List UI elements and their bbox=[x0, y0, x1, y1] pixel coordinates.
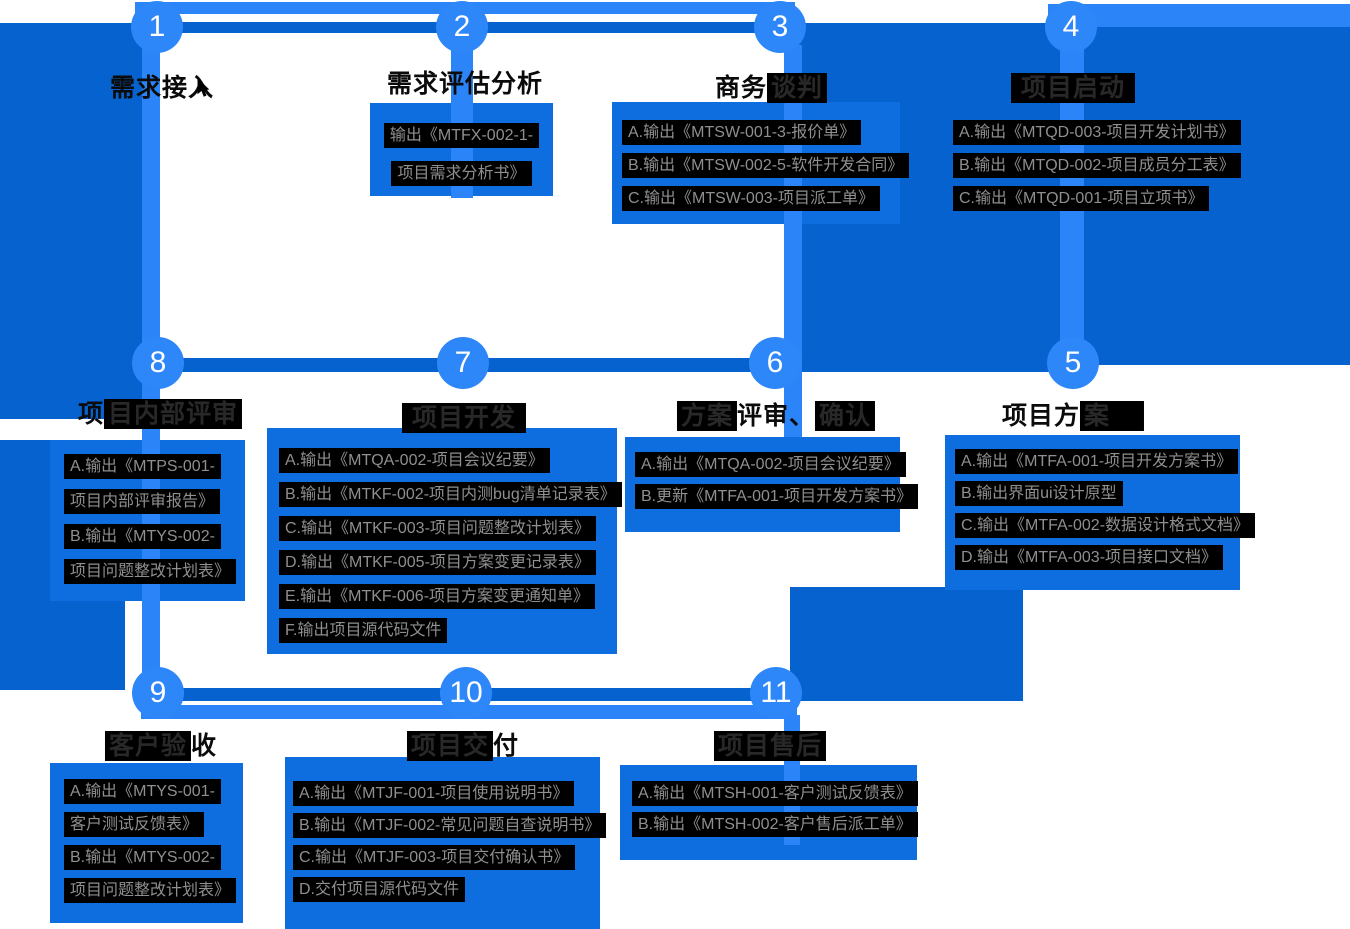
step-title-6: 方案评审、确认 bbox=[676, 396, 876, 432]
output-line: 项目内部评审报告》 bbox=[64, 489, 221, 514]
output-line: C.输出《MTQD-001-项目立项书》 bbox=[953, 186, 1210, 211]
step-outputs-9: A.输出《MTYS-001- 客户测试反馈表》 B.输出《MTYS-002- 项… bbox=[50, 763, 243, 923]
connector-middle-dark bbox=[150, 358, 1075, 372]
step-title-11: 项目售后 bbox=[713, 726, 827, 762]
output-line: D.交付项目源代码文件 bbox=[293, 877, 466, 902]
step-outputs-3: A.输出《MTSW-001-3-报价单》 B.输出《MTSW-002-5-软件开… bbox=[612, 102, 910, 224]
step-number: 5 bbox=[1064, 346, 1082, 379]
step-circle-5: 5 bbox=[1047, 337, 1099, 389]
step-outputs-11: A.输出《MTSH-001-客户测试反馈表》 B.输出《MTSH-002-客户售… bbox=[620, 765, 918, 860]
connector-vertical-step2 bbox=[451, 45, 473, 198]
step-circle-1: 1 bbox=[131, 1, 183, 53]
output-line: C.输出《MTFA-002-数据设计格式文档》 bbox=[955, 513, 1256, 538]
step-number: 10 bbox=[449, 676, 483, 709]
step-number: 11 bbox=[760, 676, 792, 709]
output-line: 项目问题整改计划表》 bbox=[64, 559, 237, 584]
step-title-3: 商务谈判 bbox=[715, 68, 828, 104]
step-outputs-2: 输出《MTFX-002-1- 项目需求分析书》 bbox=[370, 103, 553, 196]
output-line: B.更新《MTFA-001-项目开发方案书》 bbox=[635, 484, 919, 509]
output-line: A.输出《MTFA-001-项目开发方案书》 bbox=[955, 449, 1239, 474]
step-circle-7: 7 bbox=[437, 337, 489, 389]
step-outputs-4: A.输出《MTQD-003-项目开发计划书》 B.输出《MTQD-002-项目成… bbox=[943, 102, 1241, 224]
step-outputs-5: A.输出《MTFA-001-项目开发方案书》 B.输出界面ui设计原型 C.输出… bbox=[945, 435, 1256, 590]
output-line: A.输出《MTYS-001- bbox=[64, 779, 221, 804]
panel-middle-bottom bbox=[790, 587, 1023, 701]
step-outputs-10: A.输出《MTJF-001-项目使用说明书》 B.输出《MTJF-002-常见问… bbox=[285, 757, 607, 929]
output-line: B.输出《MTQD-002-项目成员分工表》 bbox=[953, 153, 1241, 178]
step-title-8: 项目内部评审 bbox=[78, 394, 243, 430]
step-title-2: 需求评估分析 bbox=[386, 70, 544, 98]
step-title-1: 需求接入 bbox=[109, 74, 215, 102]
output-line: A.输出《MTSW-001-3-报价单》 bbox=[622, 120, 862, 145]
step-outputs-6: A.输出《MTQA-002-项目会议纪要》 B.更新《MTFA-001-项目开发… bbox=[625, 437, 919, 532]
mouse-cursor-icon bbox=[197, 78, 210, 97]
step-circle-8: 8 bbox=[132, 337, 184, 389]
step-circle-10: 10 bbox=[440, 667, 492, 719]
output-line: C.输出《MTJF-003-项目交付确认书》 bbox=[293, 845, 576, 870]
step-circle-2: 2 bbox=[436, 1, 488, 53]
output-line: 项目需求分析书》 bbox=[391, 161, 532, 186]
step-number: 8 bbox=[149, 346, 167, 379]
output-line: B.输出《MTYS-002- bbox=[64, 524, 221, 549]
output-line: A.输出《MTJF-001-项目使用说明书》 bbox=[293, 781, 575, 806]
output-line: A.输出《MTQA-002-项目会议纪要》 bbox=[635, 452, 906, 477]
step-title-4: 项目启动 bbox=[1010, 68, 1136, 104]
output-line: 客户测试反馈表》 bbox=[64, 812, 205, 837]
step-outputs-8: A.输出《MTPS-001- 项目内部评审报告》 B.输出《MTYS-002- … bbox=[50, 440, 245, 601]
step-title-7: 项目开发 bbox=[401, 398, 527, 434]
step-number: 7 bbox=[454, 346, 472, 379]
step-title-9: 客户验收 bbox=[104, 726, 217, 762]
step-circle-6: 6 bbox=[749, 337, 801, 389]
step-number: 4 bbox=[1062, 10, 1080, 43]
step-circle-4: 4 bbox=[1045, 1, 1097, 53]
output-line: A.输出《MTQA-002-项目会议纪要》 bbox=[279, 448, 550, 473]
step-title-10: 项目交付 bbox=[406, 726, 519, 762]
step-number: 1 bbox=[148, 10, 166, 43]
output-line: F.输出项目源代码文件 bbox=[279, 618, 448, 643]
step-circle-9: 9 bbox=[132, 667, 184, 719]
output-line: 项目问题整改计划表》 bbox=[64, 878, 237, 903]
step-outputs-7: A.输出《MTQA-002-项目会议纪要》 B.输出《MTKF-002-项目内测… bbox=[267, 428, 622, 654]
output-line: B.输出《MTSH-002-客户售后派工单》 bbox=[632, 812, 918, 837]
output-line: D.输出《MTKF-005-项目方案变更记录表》 bbox=[279, 550, 596, 575]
step-circle-3: 3 bbox=[754, 1, 806, 53]
output-line: E.输出《MTKF-006-项目方案变更通知单》 bbox=[279, 584, 596, 609]
output-line: B.输出《MTSW-002-5-软件开发合同》 bbox=[622, 153, 910, 178]
step-circle-11: 11 bbox=[750, 667, 802, 719]
panel-left-top bbox=[0, 23, 143, 419]
output-line: 输出《MTFX-002-1- bbox=[383, 123, 540, 148]
output-line: D.输出《MTFA-003-项目接口文档》 bbox=[955, 545, 1224, 570]
step-number: 2 bbox=[453, 10, 471, 43]
output-line: B.输出界面ui设计原型 bbox=[955, 481, 1123, 506]
step-number: 6 bbox=[766, 346, 784, 379]
output-line: B.输出《MTJF-002-常见问题自查说明书》 bbox=[293, 813, 607, 838]
output-line: A.输出《MTSH-001-客户测试反馈表》 bbox=[632, 781, 918, 806]
output-line: A.输出《MTPS-001- bbox=[64, 454, 221, 479]
output-line: C.输出《MTSW-003-项目派工单》 bbox=[622, 186, 880, 211]
connector-top-light-right bbox=[1048, 4, 1350, 27]
step-title-5: 项目方案 bbox=[1002, 396, 1145, 432]
output-line: A.输出《MTQD-003-项目开发计划书》 bbox=[953, 120, 1241, 145]
output-line: B.输出《MTKF-002-项目内测bug清单记录表》 bbox=[279, 482, 622, 507]
output-line: C.输出《MTKF-003-项目问题整改计划表》 bbox=[279, 516, 596, 541]
output-line: B.输出《MTYS-002- bbox=[64, 845, 221, 870]
step-number: 3 bbox=[771, 10, 789, 43]
step-number: 9 bbox=[149, 676, 167, 709]
